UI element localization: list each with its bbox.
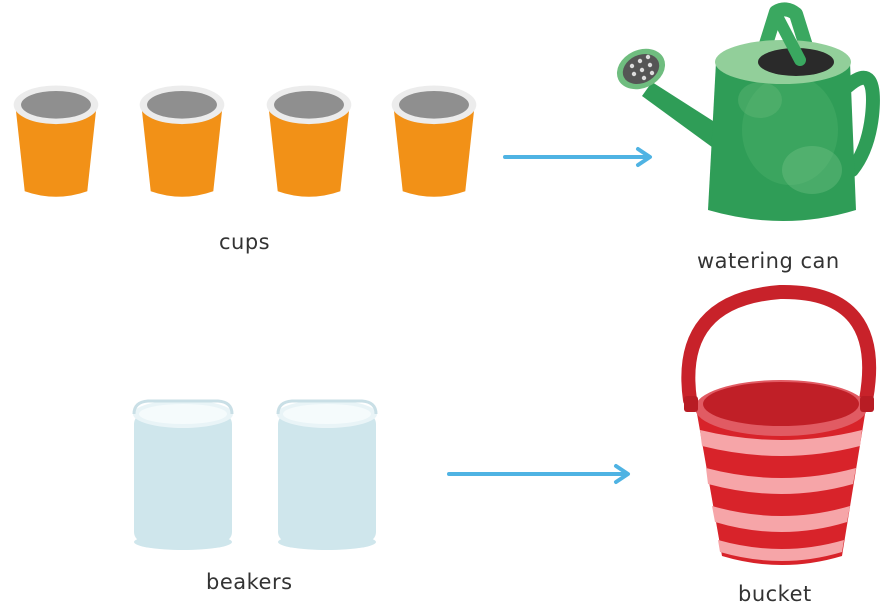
watering-can-label: watering can (697, 249, 840, 273)
arrow-right-icon (447, 464, 630, 484)
cup-icon (391, 85, 477, 197)
bucket-icon (681, 284, 877, 565)
cup-icon (13, 85, 99, 197)
watering-can-icon (616, 2, 880, 221)
arrow-right-icon (503, 147, 652, 167)
beakers-label: beakers (206, 570, 293, 594)
cup-icon (139, 85, 225, 197)
cup-icon (266, 85, 352, 197)
beaker-icon (131, 398, 235, 552)
beaker-icon (275, 398, 379, 552)
cups-label: cups (219, 230, 271, 254)
bucket-label: bucket (738, 582, 812, 606)
